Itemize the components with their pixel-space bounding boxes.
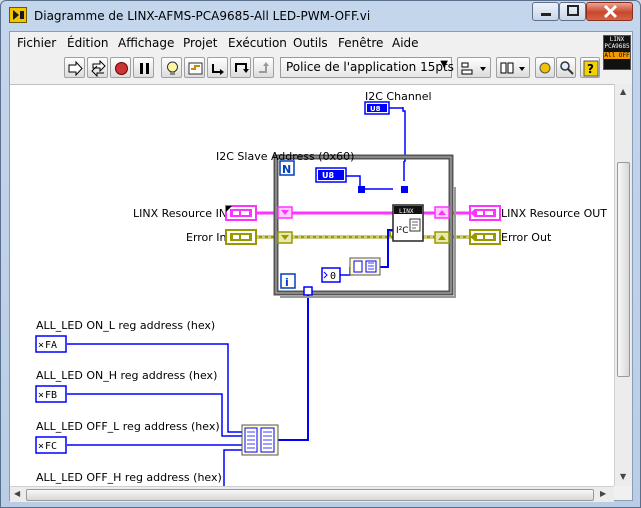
zero-constant[interactable]: 0 [321,267,341,283]
tunnel-slave-address [358,186,365,193]
abort-button[interactable] [110,57,131,78]
distribute-objects-button[interactable] [496,57,530,78]
constant-label-0: ALL_LED ON_L reg address (hex) [36,319,215,332]
vertical-scroll-thumb[interactable] [617,162,630,377]
auto-index-tunnel[interactable] [303,286,313,296]
step-out-icon[interactable] [253,57,274,78]
constant-label-2: ALL_LED OFF_L reg address (hex) [36,420,220,433]
scroll-up-icon[interactable]: ▲ [620,87,627,96]
minimize-button[interactable] [532,2,559,21]
i2c-channel-type: U8 [370,105,381,113]
linx-resource-out-label: LINX Resource OUT [501,207,607,220]
constant-fb[interactable]: × FB [35,385,67,403]
menu-bar: Fichier Édition Affichage Projet Exécuti… [10,32,600,54]
diagram-svg: N i [35,90,607,487]
linx-icon-line1: LINX [609,36,625,43]
constant-value-0: FA [45,340,57,351]
build-array-outer[interactable] [241,424,279,456]
slave-address-label: I2C Slave Address (0x60) [216,150,354,163]
vertical-scrollbar[interactable]: ▲ ▼ [614,84,632,486]
menu-fenetre[interactable]: Fenêtre [338,36,384,50]
close-button[interactable] [586,2,633,21]
shift-register-left-pink[interactable] [277,206,293,219]
linx-icon-line2: PCA9685 [604,43,630,50]
step-over-icon[interactable] [230,57,251,78]
loop-iteration-terminal[interactable]: i [280,273,296,289]
linx-resource-in-label: LINX Resource IN [133,207,227,220]
horizontal-scrollbar[interactable]: ◀ ▶ [10,486,614,502]
menu-fichier[interactable]: Fichier [17,36,57,50]
linx-i2c-write-subvi[interactable]: LINX I²C [392,204,424,242]
context-help-icon[interactable]: ? [580,57,600,78]
linx-resource-out-terminal[interactable] [469,205,501,221]
run-continuously-button[interactable] [87,57,108,78]
linx-resource-in-terminal[interactable] [225,205,257,221]
loop-count-label: N [282,163,291,176]
svg-text:×: × [38,390,44,401]
menu-execution[interactable]: Exécution [228,36,287,50]
tunnel-i2c-channel [401,186,408,193]
font-select-value: Police de l'application 15pts [286,60,454,74]
slave-address-type: U8 [322,171,334,180]
shift-register-left-error[interactable] [277,231,293,244]
linx-vi-icon[interactable]: LINX PCA9685 All OFF [603,35,631,70]
scroll-down-icon[interactable]: ▼ [620,472,627,481]
svg-text:×: × [38,340,44,351]
constant-label-1: ALL_LED ON_H reg address (hex) [36,369,217,382]
block-diagram-icon [9,7,27,23]
menu-projet[interactable]: Projet [183,36,218,50]
constant-value-2: FC [45,441,57,452]
constant-value-1: FB [45,390,57,401]
error-in-terminal[interactable] [225,229,257,245]
font-select[interactable]: Police de l'application 15pts ▼ [280,57,454,78]
scroll-right-icon[interactable]: ▶ [600,489,607,498]
maximize-button[interactable] [559,2,586,21]
svg-text:×: × [38,441,44,452]
linx-icon-line3: All OFF [604,52,630,59]
window-title: Diagramme de LINX-AFMS-PCA9685-All LED-P… [34,9,371,23]
menu-edition[interactable]: Édition [67,36,109,50]
for-loop[interactable] [273,154,456,298]
shift-register-right-pink[interactable] [434,206,450,219]
menu-aide[interactable]: Aide [392,36,419,50]
title-bar[interactable]: Diagramme de LINX-AFMS-PCA9685-All LED-P… [1,1,640,31]
run-button[interactable] [64,57,85,78]
zero-constant-value: 0 [330,271,336,282]
i2c-channel-terminal[interactable]: U8 [364,101,393,115]
horizontal-scroll-thumb[interactable] [26,489,594,501]
svg-text:?: ? [587,62,594,76]
highlight-execution-icon[interactable] [161,57,182,78]
slave-address-terminal[interactable]: U8 [315,167,347,183]
error-in-label: Error In [186,231,227,244]
shift-register-right-error[interactable] [434,231,450,244]
error-out-label: Error Out [501,231,552,244]
align-objects-button[interactable] [457,57,491,78]
i2c-channel-label: I2C Channel [365,90,432,103]
block-diagram-canvas[interactable]: N i [10,84,614,487]
pause-button[interactable] [133,57,154,78]
chevron-down-icon: ▼ [440,59,448,70]
toolbar: Police de l'application 15pts ▼ ? [10,54,600,82]
search-icon[interactable] [556,57,576,78]
build-array-inner[interactable] [349,257,381,276]
constant-label-3: ALL_LED OFF_H reg address (hex) [36,471,222,484]
subvi-label: LINX [399,208,414,215]
constant-fa[interactable]: × FA [35,335,67,353]
window-client-area: Fichier Édition Affichage Projet Exécuti… [9,31,633,502]
constant-fc[interactable]: × FC [35,436,67,454]
loop-count-terminal[interactable]: N [279,160,295,176]
scroll-left-icon[interactable]: ◀ [14,489,21,498]
menu-outils[interactable]: Outils [293,36,328,50]
menu-affichage[interactable]: Affichage [118,36,175,50]
clean-up-diagram-icon[interactable] [535,57,555,78]
error-out-terminal[interactable] [469,229,501,245]
step-into-icon[interactable] [207,57,228,78]
retain-wire-values-icon[interactable] [184,57,205,78]
loop-iteration-label: i [285,276,289,289]
svg-text:I²C: I²C [396,226,409,236]
